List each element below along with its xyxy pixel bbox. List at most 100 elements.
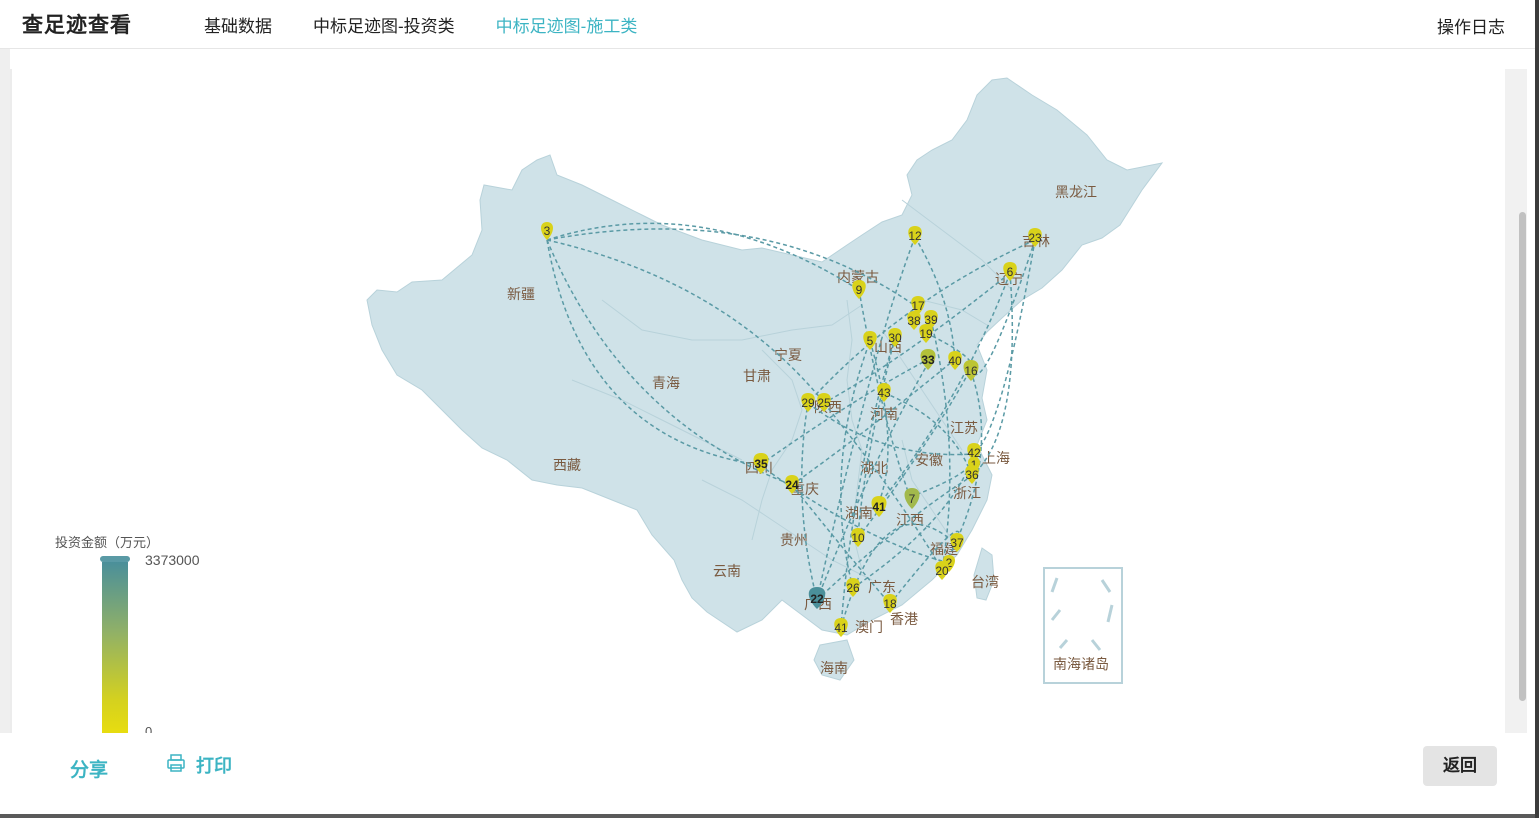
map-marker: 22 [808,587,826,609]
svg-text:20: 20 [935,564,949,578]
province-label: 河南 [870,406,898,422]
map-marker: 35 [753,453,769,474]
svg-text:12: 12 [908,229,922,243]
svg-text:39: 39 [924,313,938,327]
south-sea-inset [1043,567,1123,684]
province-label: 湖南 [845,505,873,521]
operation-log-link[interactable]: 操作日志 [1437,18,1505,37]
province-borders [571,199,1013,581]
province-label: 香港 [890,611,918,627]
nav-basic-data[interactable]: 基础数据 [204,17,272,36]
svg-text:1: 1 [971,458,978,472]
province-label: 台湾 [971,574,999,590]
map-marker: 7 [904,488,920,509]
map-marker: 17 [911,296,925,315]
map-marker: 33 [920,349,936,370]
province-label: 南海诸岛 [1053,656,1109,672]
visual-map-legend: 投资金额（万元） 3373000 0 [55,527,255,733]
province-label: 江苏 [950,420,978,436]
svg-text:5: 5 [867,334,874,348]
province-label: 宁夏 [774,347,802,363]
svg-text:22: 22 [810,592,824,606]
markers[interactable]: 3 12 23 6 9 17 38 39 19 5 30 33 40 16 43… [541,222,1042,637]
legend-min-value: 0 [145,724,153,733]
map-panel: 黑龙江 吉林 辽宁 内蒙古 新疆 宁夏 甘肃 青海 山西 陕西 河南 江苏 上海… [10,69,1504,733]
map-marker: 41 [871,496,887,517]
svg-text:41: 41 [834,621,848,635]
svg-text:41: 41 [872,500,886,514]
printer-icon [166,753,186,778]
svg-text:17: 17 [911,299,925,313]
back-button[interactable]: 返回 [1423,746,1497,786]
map-marker: 24 [785,475,799,494]
province-label: 浙江 [953,485,981,501]
map-marker: 38 [907,311,921,330]
svg-text:36: 36 [965,468,979,482]
province-label: 福建 [930,541,958,557]
map-marker: 37 [950,533,964,552]
print-label: 打印 [196,756,232,776]
footer-bar: 分享 打印 返回 [0,733,1539,814]
map-marker: 23 [1028,228,1042,247]
svg-text:16: 16 [964,364,978,378]
map-marker: 30 [888,328,902,347]
svg-text:33: 33 [921,353,935,367]
svg-text:9: 9 [856,283,863,297]
svg-text:35: 35 [754,457,768,471]
svg-text:6: 6 [1007,265,1014,279]
legend-title: 投资金额（万元） [55,535,160,550]
province-label: 安徽 [915,452,943,468]
top-bar: 查足迹查看 基础数据 中标足迹图-投资类 中标足迹图-施工类 操作日志 [0,0,1539,49]
province-label: 甘肃 [743,368,771,384]
province-label: 云南 [713,563,741,579]
china-map[interactable]: 黑龙江 吉林 辽宁 内蒙古 新疆 宁夏 甘肃 青海 山西 陕西 河南 江苏 上海… [12,69,1504,733]
map-marker: 36 [965,465,979,484]
svg-text:43: 43 [877,386,891,400]
map-marker: 25 [817,393,831,412]
main-nav: 基础数据 中标足迹图-投资类 中标足迹图-施工类 [204,12,678,37]
svg-text:40: 40 [948,354,962,368]
map-marker: 40 [948,351,962,370]
svg-text:7: 7 [909,492,916,506]
map-marker: 20 [935,561,949,580]
province-label: 海南 [820,660,848,676]
svg-text:3: 3 [544,224,551,238]
nav-construction-map[interactable]: 中标足迹图-施工类 [495,17,638,36]
south-sea-islands [1050,577,1114,651]
legend-range-handle[interactable] [100,556,130,562]
province-label: 新疆 [507,286,535,302]
left-gutter [0,49,10,733]
svg-text:30: 30 [888,331,902,345]
province-label: 青海 [652,375,680,391]
map-marker: 5 [863,331,877,350]
map-marker: 18 [883,594,897,613]
legend-color-bar[interactable] [102,562,128,733]
taiwan-island [973,547,995,601]
china-landmass [366,77,1164,636]
svg-text:42: 42 [967,446,981,460]
map-marker: 29 [801,393,815,412]
map-marker: 19 [919,324,933,343]
svg-text:26: 26 [846,581,860,595]
svg-text:25: 25 [817,396,831,410]
svg-text:37: 37 [950,536,964,550]
legend-max-value: 3373000 [145,552,200,568]
svg-text:24: 24 [785,478,799,492]
window-edge [1535,0,1539,818]
nav-investment-map[interactable]: 中标足迹图-投资类 [313,17,455,36]
svg-text:18: 18 [883,597,897,611]
province-label: 西藏 [553,457,581,473]
province-label: 黑龙江 [1055,184,1097,200]
scrollbar[interactable] [1505,69,1527,733]
map-marker: 10 [851,528,865,547]
province-label: 贵州 [780,532,808,548]
share-button[interactable]: 分享 [70,760,109,781]
svg-text:2: 2 [946,556,953,570]
province-labels: 黑龙江 吉林 辽宁 内蒙古 新疆 宁夏 甘肃 青海 山西 陕西 河南 江苏 上海… [507,184,1109,676]
scrollbar-thumb[interactable] [1519,212,1526,701]
map-marker: 43 [877,383,891,402]
svg-text:10: 10 [851,531,865,545]
map-marker: 12 [908,226,922,245]
print-button[interactable]: 打印 [166,752,232,778]
route-lines [546,222,1036,629]
